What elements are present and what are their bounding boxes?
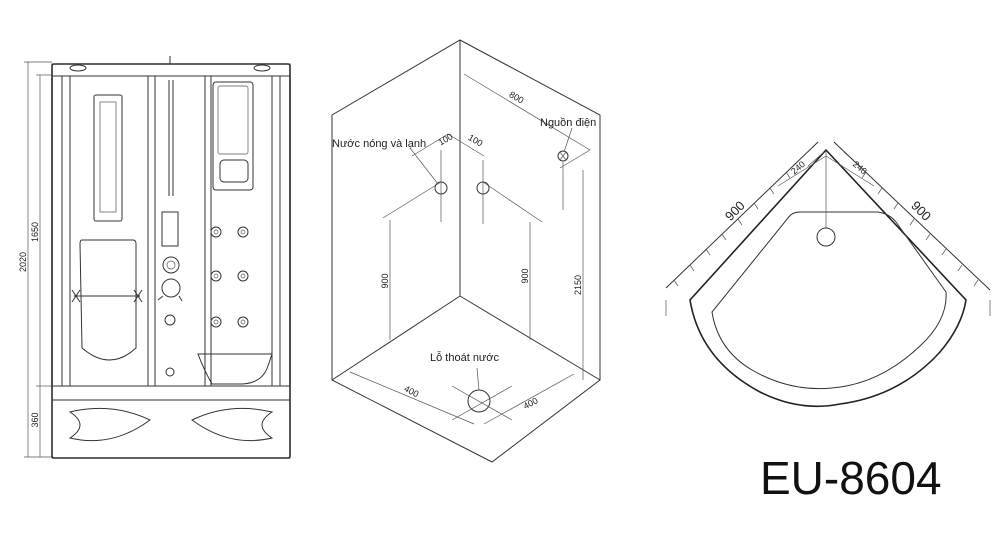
iso-dim-drain-left: 400 [402,383,420,399]
front-view: 2020 1650 360 [18,56,291,459]
plan-dim-offset-right: 240 [851,159,869,176]
iso-dim-power-height: 2150 [573,275,583,295]
control-display [161,211,179,247]
body-jets [210,226,249,328]
power-socket [557,150,569,162]
cabin-top-rail [51,63,291,77]
wall-hatching [665,141,991,316]
door-handle-bar [93,94,123,222]
iso-dim-pipe-height-right: 900 [520,268,530,283]
tray-outline [689,148,967,408]
iso-dim-pipe-spacing-1: 100 [436,131,454,147]
room-outline [331,39,601,463]
plan-drain [816,227,836,247]
iso-dim-pipe-spacing-2: 100 [466,132,484,148]
label-power-source: Nguồn điện [540,117,596,129]
label-drain-hole: Lỗ thoát nước [430,351,500,364]
plan-dim-side-right: 900 [908,198,934,224]
iso-dim-drain-right: 400 [522,395,540,411]
plan-dim-side-left: 900 [722,198,748,224]
iso-dim-top-width: 800 [507,89,525,105]
front-dim-base-height: 360 [30,412,40,427]
front-dim-upper-height: 1650 [30,222,40,242]
base-tray-top [51,385,291,401]
front-dimension-lines [24,61,52,458]
model-name: EU-8604 [760,452,942,504]
tray-inner-basin [711,211,947,390]
front-dim-total-height: 2020 [18,252,28,272]
mixer-knob [162,256,180,274]
iso-view: 800 100 100 900 900 2150 Nước nóng và lạ… [331,39,601,463]
plan-view: 240 240 900 900 [665,141,991,408]
diverter-knob [161,278,181,298]
door-lower-panel [79,239,137,361]
overhead-panel [212,81,254,191]
iso-dim-pipe-height-left: 900 [380,273,390,288]
fold-seat [197,353,273,385]
base-tray-apron [51,399,291,459]
label-hot-cold-water: Nước nóng và lạnh [332,138,426,150]
